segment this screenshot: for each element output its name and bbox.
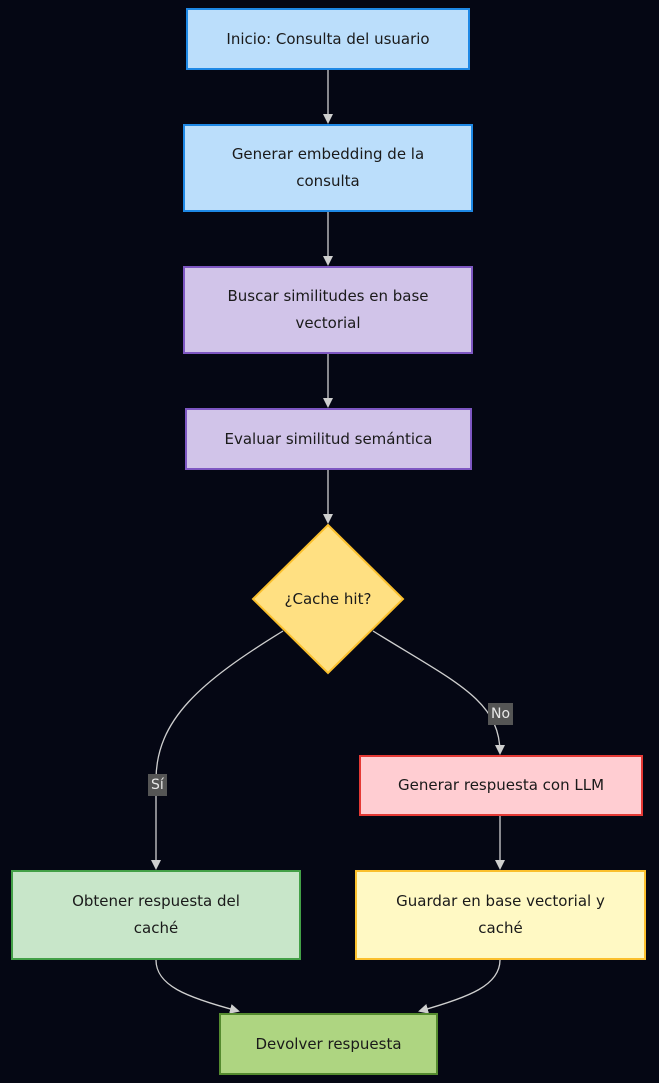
edge-label-si: Sí — [148, 774, 167, 796]
edge-guardar-devolver — [418, 959, 501, 1014]
node-inicio: Inicio: Consulta del usuario — [186, 8, 470, 70]
edge-decision-no — [372, 630, 505, 755]
node-generar-embedding: Generar embedding de la consulta — [183, 124, 473, 212]
node-buscar-similitudes: Buscar similitudes en base vectorial — [183, 266, 473, 354]
node-guardar-base-vectorial: Guardar en base vectorial y caché — [355, 870, 646, 960]
node-obtener-respuesta-cache: Obtener respuesta del caché — [11, 870, 301, 960]
node-evaluar-similitud: Evaluar similitud semántica — [185, 408, 472, 470]
edge-obtener-devolver — [155, 959, 240, 1014]
node-generar-respuesta-llm: Generar respuesta con LLM — [359, 755, 643, 816]
node-devolver-respuesta: Devolver respuesta — [219, 1013, 438, 1075]
edge-decision-si — [151, 630, 284, 870]
decision-cache-hit-label: ¿Cache hit? — [284, 590, 372, 608]
edge-label-no: No — [488, 703, 514, 725]
decision-diamond — [251, 523, 405, 675]
